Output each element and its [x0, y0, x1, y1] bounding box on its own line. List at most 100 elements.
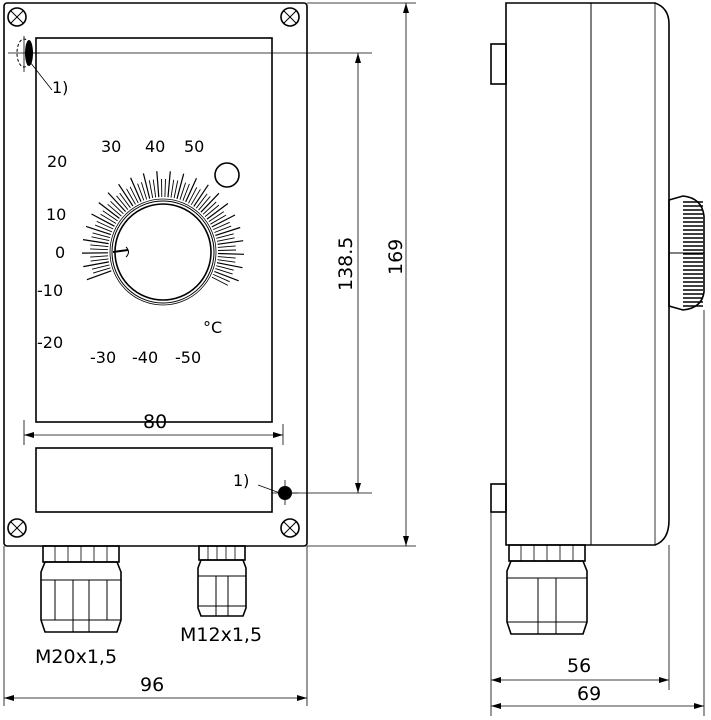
- scale-label: -10: [37, 281, 63, 300]
- dim-inner-width: 80: [143, 411, 167, 433]
- scale-tick: [170, 179, 175, 198]
- scale-label: -50: [175, 348, 201, 367]
- scale-tick: [188, 187, 198, 204]
- dim-depth-total: 69: [577, 683, 601, 705]
- scale-tick: [193, 184, 209, 207]
- cable-gland-small: [197, 545, 247, 617]
- scale-tick: [85, 225, 111, 236]
- note-top: 1): [52, 78, 68, 97]
- gland-label-small: M12x1,5: [180, 624, 262, 646]
- scale-tick: [216, 237, 235, 242]
- scale-tick: [90, 258, 109, 262]
- scale-tick: [82, 239, 109, 245]
- scale-tick: [102, 210, 118, 222]
- scale-tick: [217, 249, 237, 251]
- terminal-window: [35, 447, 273, 513]
- scale-label: 40: [145, 137, 165, 156]
- scale-tick: [94, 224, 113, 233]
- scale-tick: [213, 273, 230, 283]
- screw-icon: [280, 518, 300, 538]
- scale-label: 0: [55, 243, 65, 262]
- scale-tick: [152, 179, 157, 198]
- front-cover: [35, 37, 273, 423]
- scale-tick: [164, 178, 166, 198]
- mounting-hole-bottom: [272, 480, 298, 505]
- dim-outer-width: 96: [140, 674, 164, 696]
- scale-tick: [210, 214, 227, 225]
- screw-icon: [7, 518, 27, 538]
- scale-tick: [198, 196, 211, 211]
- scale-tick: [208, 211, 225, 222]
- scale-ticks: [81, 171, 245, 286]
- scale-tick: [107, 203, 122, 217]
- pilot-lamp: [214, 162, 240, 188]
- scale-label: -40: [132, 348, 158, 367]
- scale-tick: [167, 171, 171, 198]
- scale-tick: [185, 177, 198, 203]
- scale-label: 50: [184, 137, 204, 156]
- cable-gland-large: [40, 545, 122, 633]
- scale-tick: [217, 259, 236, 263]
- scale-label: 30: [101, 137, 121, 156]
- scale-tick: [204, 204, 220, 217]
- gland-label-large: M20x1,5: [35, 646, 117, 668]
- scale-tick: [142, 173, 151, 199]
- scale-tick: [217, 245, 236, 248]
- scale-tick: [90, 255, 109, 258]
- scale-tick: [215, 226, 241, 236]
- scale-tick: [118, 183, 134, 207]
- scale-tick: [92, 267, 111, 274]
- scale-tick: [214, 225, 232, 233]
- scale-tick: [195, 193, 208, 209]
- scale-tick: [86, 270, 112, 281]
- scale-tick: [173, 180, 179, 199]
- scale-tick: [91, 264, 110, 270]
- scale-tick: [98, 202, 120, 219]
- scale-tick: [110, 200, 124, 215]
- scale-tick: [129, 186, 139, 204]
- scale-tick: [116, 195, 129, 210]
- scale-tick: [217, 252, 245, 255]
- scale-tick: [96, 220, 114, 230]
- knob-pointer: [112, 249, 129, 253]
- side-knob: [668, 195, 705, 311]
- scale-tick: [90, 244, 109, 248]
- scale-tick: [148, 180, 154, 199]
- scale-tick: [126, 188, 136, 205]
- scale-tick: [217, 256, 236, 259]
- scale-tick: [190, 189, 201, 206]
- scale-label: 10: [46, 205, 66, 224]
- scale-tick: [130, 177, 142, 202]
- scale-label: -30: [90, 348, 116, 367]
- scale-tick: [156, 171, 160, 198]
- scale-tick: [119, 192, 131, 208]
- scale-tick: [91, 236, 110, 242]
- scale-tick: [90, 248, 109, 251]
- scale-tick: [92, 232, 111, 239]
- side-cable-gland: [506, 544, 588, 635]
- scale-tick: [211, 214, 236, 228]
- scale-tick: [216, 265, 234, 271]
- control-knob[interactable]: [114, 203, 212, 301]
- scale-tick: [140, 182, 148, 200]
- scale-tick: [91, 213, 115, 227]
- scale-tick: [213, 221, 230, 231]
- dim-depth-body: 56: [567, 655, 591, 677]
- scale-tick: [200, 192, 220, 213]
- side-view: 56 69: [490, 2, 705, 716]
- scale-tick: [216, 233, 234, 239]
- scale-tick: [83, 261, 110, 268]
- unit-label: °C: [203, 318, 222, 337]
- housing-outline: [3, 2, 308, 547]
- scale-tick: [179, 182, 187, 200]
- scale-tick: [216, 262, 243, 269]
- scale-tick: [214, 270, 239, 282]
- scale-tick: [217, 240, 244, 245]
- scale-label: 20: [47, 152, 67, 171]
- scale-tick: [176, 173, 185, 199]
- scale-tick: [202, 201, 217, 215]
- dim-hole-spacing: 138.5: [335, 237, 357, 291]
- dim-height: 169: [385, 239, 407, 275]
- scale-tick: [137, 183, 145, 201]
- scale-tick: [206, 203, 229, 220]
